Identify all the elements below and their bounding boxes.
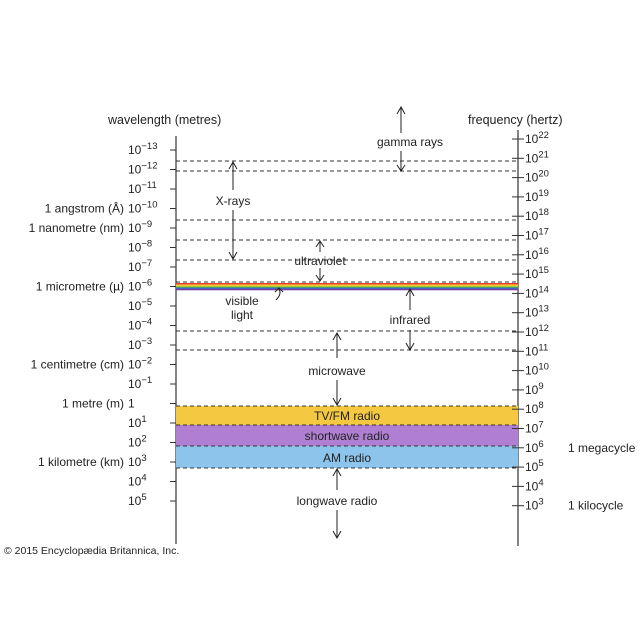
frequency-tick-label: 1021 — [525, 149, 549, 165]
wavelength-unit-label: 1 nanometre (nm) — [29, 221, 124, 235]
uv-arrow-down — [315, 268, 325, 282]
visible-strip-color — [176, 286, 518, 288]
frequency-unit-label: 1 kilocycle — [568, 499, 624, 513]
wavelength-tick-label: 10−5 — [128, 297, 152, 313]
region-arrows — [228, 105, 415, 540]
infrared-label: infrared — [390, 313, 431, 327]
visible-strip-color — [176, 283, 518, 285]
uv-arrow-up — [315, 240, 325, 252]
infrared-arrow-up — [405, 287, 415, 310]
wavelength-tick-label: 10−3 — [128, 336, 152, 352]
wavelength-tick-label: 10−10 — [128, 200, 157, 216]
frequency-tick-label: 106 — [525, 439, 544, 455]
wavelength-tick-label: 10−11 — [128, 180, 157, 196]
wavelength-tick-label: 102 — [128, 434, 147, 450]
wavelength-tick-label: 103 — [128, 453, 147, 469]
visible-strip-color — [176, 288, 518, 291]
frequency-tick-label: 1020 — [525, 169, 549, 185]
visible-light-strip — [176, 283, 518, 291]
shortwave-band-label: shortwave radio — [305, 429, 390, 443]
wavelength-unit-label: 1 angstrom (Å) — [45, 201, 124, 216]
wavelength-tick-label: 10−2 — [128, 356, 152, 372]
frequency-tick-label: 1017 — [525, 227, 549, 243]
frequency-tick-label: 1015 — [525, 265, 549, 281]
region-labels: gamma rays X-rays ultraviolet visible li… — [216, 135, 443, 508]
visible-pointer — [274, 287, 284, 301]
radio-bands: TV/FM radio shortwave radio AM radio — [176, 406, 518, 468]
frequency-tick-label: 1010 — [525, 362, 549, 378]
wavelength-unit-label: 1 metre (m) — [62, 397, 124, 411]
frequency-tick-label: 1014 — [525, 284, 549, 300]
frequency-unit-labels: 1 megacycle 1 kilocycle — [568, 441, 636, 513]
visible-strip-color — [176, 285, 518, 287]
wavelength-axis-title: wavelength (metres) — [107, 113, 221, 127]
wavelength-ticks: 10−1310−1210−1110−1010−910−810−710−610−5… — [128, 141, 176, 508]
wavelength-unit-label: 1 micrometre (µ) — [36, 280, 124, 294]
copyright-text: © 2015 Encyclopædia Britannica, Inc. — [4, 545, 179, 557]
frequency-tick-label: 109 — [525, 381, 544, 397]
am-band — [176, 446, 518, 468]
frequency-tick-label: 1012 — [525, 323, 549, 339]
longwave-arrow-up — [332, 467, 342, 490]
microwave-label: microwave — [308, 364, 366, 378]
longwave-radio-label: longwave radio — [297, 494, 378, 508]
wavelength-tick-label: 104 — [128, 473, 147, 489]
frequency-tick-label: 108 — [525, 400, 544, 416]
shortwave-band — [176, 425, 518, 446]
frequency-tick-label: 1016 — [525, 246, 549, 262]
wavelength-tick-label: 10−6 — [128, 278, 152, 294]
wavelength-tick-label: 10−1 — [128, 375, 152, 391]
frequency-tick-label: 1022 — [525, 130, 549, 146]
gamma-arrow-down — [396, 151, 406, 172]
microwave-arrow-down — [332, 380, 342, 407]
wavelength-tick-label: 1 — [128, 397, 135, 411]
tv-fm-band — [176, 406, 518, 425]
gamma-arrow-up — [396, 105, 406, 133]
visible-strip-color — [176, 284, 518, 286]
frequency-tick-label: 104 — [525, 477, 544, 493]
frequency-tick-label: 1013 — [525, 304, 549, 320]
wavelength-tick-label: 10−8 — [128, 239, 152, 255]
wavelength-tick-label: 10−13 — [128, 141, 157, 157]
frequency-unit-label: 1 megacycle — [568, 441, 636, 455]
frequency-tick-label: 1011 — [525, 342, 548, 358]
frequency-tick-label: 105 — [525, 458, 544, 474]
xray-arrow-down — [228, 210, 238, 261]
visible-label-line2: light — [231, 308, 254, 322]
frequency-tick-label: 1018 — [525, 207, 549, 223]
visible-label-line1: visible — [225, 294, 259, 308]
wavelength-tick-label: 10−7 — [128, 258, 152, 274]
wavelength-tick-label: 101 — [128, 414, 147, 430]
wavelength-tick-label: 10−9 — [128, 219, 152, 235]
frequency-tick-label: 103 — [525, 497, 544, 513]
visible-strip-color — [176, 287, 518, 290]
frequency-tick-label: 1019 — [525, 188, 549, 204]
xray-arrow-up — [228, 160, 238, 190]
microwave-arrow-up — [332, 331, 342, 358]
infrared-arrow-down — [405, 330, 415, 352]
ultraviolet-label: ultraviolet — [294, 254, 346, 268]
xrays-label: X-rays — [216, 194, 251, 208]
wavelength-unit-label: 1 centimetre (cm) — [31, 358, 124, 372]
wavelength-tick-label: 10−4 — [128, 317, 152, 333]
wavelength-tick-label: 105 — [128, 492, 147, 508]
frequency-axis-title: frequency (hertz) — [468, 113, 562, 127]
wavelength-unit-labels: 1 angstrom (Å) 1 nanometre (nm) 1 micromet… — [29, 201, 124, 470]
longwave-arrow-down — [332, 510, 342, 540]
am-band-label: AM radio — [323, 451, 371, 465]
gamma-rays-label: gamma rays — [377, 135, 443, 149]
wavelength-tick-label: 10−12 — [128, 161, 157, 177]
frequency-tick-label: 107 — [525, 420, 544, 436]
wavelength-unit-label: 1 kilometre (km) — [38, 455, 124, 469]
tv-fm-band-label: TV/FM radio — [314, 409, 380, 423]
